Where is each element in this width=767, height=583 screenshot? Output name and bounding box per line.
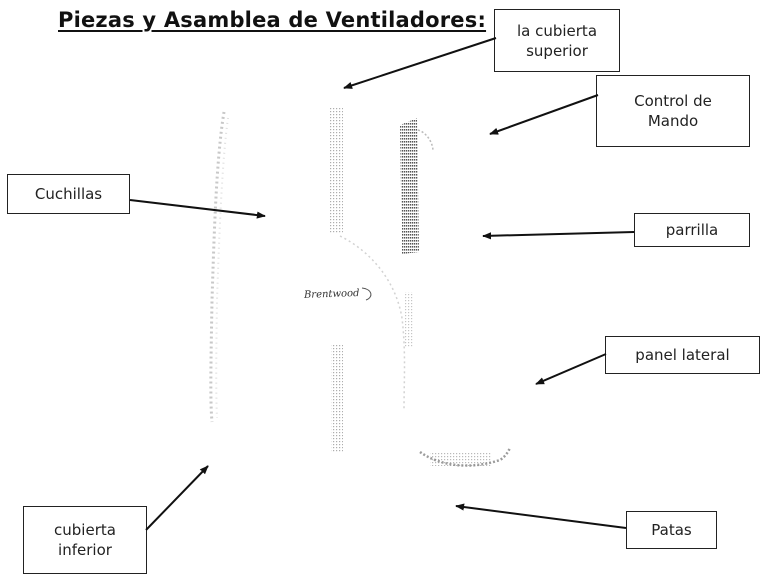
label-blades-text: Cuchillas xyxy=(34,185,103,203)
diagram-title: Piezas y Asamblea de Ventiladores: xyxy=(58,8,487,32)
arrow-control xyxy=(489,94,599,135)
label-legs-text: Patas xyxy=(651,521,692,539)
label-grille: parrilla xyxy=(634,213,750,247)
label-blades: Cuchillas xyxy=(7,174,130,214)
fan-left-edge xyxy=(209,111,226,423)
arrow-side-panel xyxy=(535,353,607,385)
label-side-panel-text: panel lateral xyxy=(635,346,730,364)
label-control-text: Control de Mando xyxy=(634,92,712,130)
label-bottom-cover-text: cubierta inferior xyxy=(54,521,116,559)
arrow-blades xyxy=(129,199,266,219)
arrow-bottom-cover xyxy=(145,465,209,531)
arrow-legs xyxy=(455,503,627,529)
label-grille-text: parrilla xyxy=(665,221,719,239)
label-legs: Patas xyxy=(626,511,717,549)
label-control: Control de Mando xyxy=(596,75,750,147)
fan-brand-text: Brentwood xyxy=(303,288,360,301)
fan-grille xyxy=(400,118,419,254)
label-top-cover: la cubierta superior xyxy=(494,9,620,72)
label-top-cover-text: la cubierta superior xyxy=(516,21,598,60)
fan-illustration: Brentwood xyxy=(209,108,512,467)
fan-center-upper xyxy=(330,108,343,233)
label-bottom-cover: cubierta inferior xyxy=(23,506,147,574)
fan-side-panel xyxy=(339,235,406,411)
arrow-top-cover xyxy=(343,37,497,89)
fan-center-lower xyxy=(331,345,343,453)
arrow-grille xyxy=(482,231,635,240)
